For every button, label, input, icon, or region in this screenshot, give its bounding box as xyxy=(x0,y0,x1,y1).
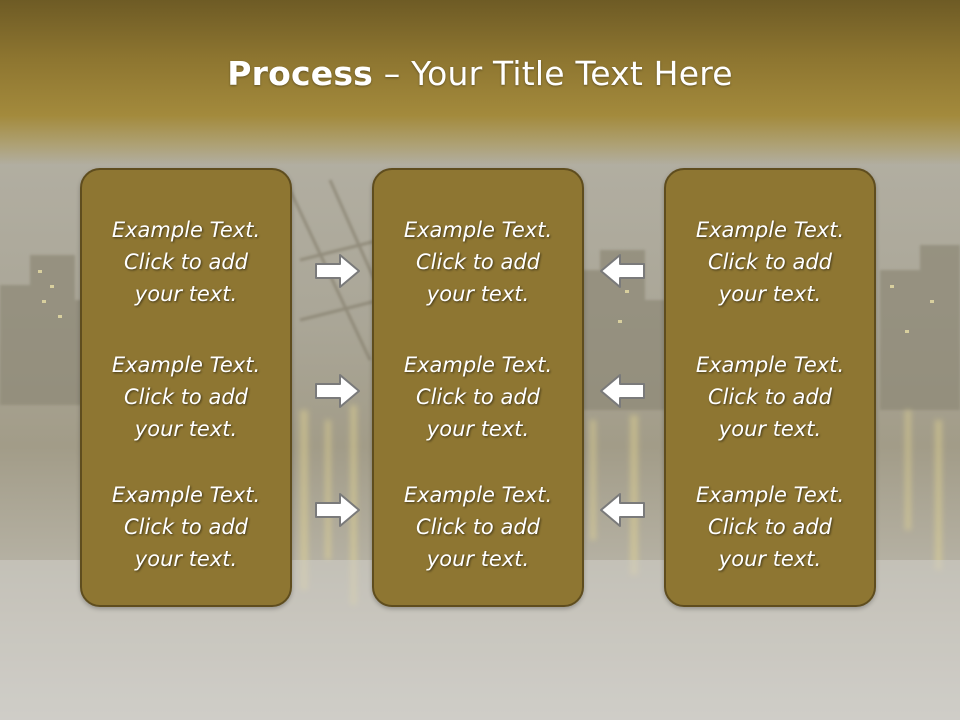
middle-panel-text-1[interactable]: Example Text. Click to add your text. xyxy=(403,218,553,306)
middle-panel-text-3[interactable]: Example Text. Click to add your text. xyxy=(403,483,553,571)
right-arrow-icon[interactable] xyxy=(314,252,362,290)
right-panel-text-2[interactable]: Example Text. Click to add your text. xyxy=(695,353,845,441)
right-arrow-icon[interactable] xyxy=(314,491,362,529)
left-arrow-icon[interactable] xyxy=(598,252,646,290)
left-text-panel[interactable]: Example Text. Click to add your text. Ex… xyxy=(80,168,292,607)
middle-text-panel[interactable]: Example Text. Click to add your text. Ex… xyxy=(372,168,584,607)
left-arrow-icon[interactable] xyxy=(598,491,646,529)
slide-title[interactable]: Process – Your Title Text Here xyxy=(0,52,960,96)
right-panel-text-1[interactable]: Example Text. Click to add your text. xyxy=(695,218,845,306)
left-panel-text-2[interactable]: Example Text. Click to add your text. xyxy=(111,353,261,441)
title-band xyxy=(0,0,960,165)
right-text-panel[interactable]: Example Text. Click to add your text. Ex… xyxy=(664,168,876,607)
right-panel-text-3[interactable]: Example Text. Click to add your text. xyxy=(695,483,845,571)
left-panel-text-3[interactable]: Example Text. Click to add your text. xyxy=(111,483,261,571)
middle-panel-text-2[interactable]: Example Text. Click to add your text. xyxy=(403,353,553,441)
slide-title-rest: – Your Title Text Here xyxy=(373,54,733,93)
slide-title-bold: Process xyxy=(227,54,374,93)
left-arrow-icon[interactable] xyxy=(598,372,646,410)
right-arrow-icon[interactable] xyxy=(314,372,362,410)
left-panel-text-1[interactable]: Example Text. Click to add your text. xyxy=(111,218,261,306)
